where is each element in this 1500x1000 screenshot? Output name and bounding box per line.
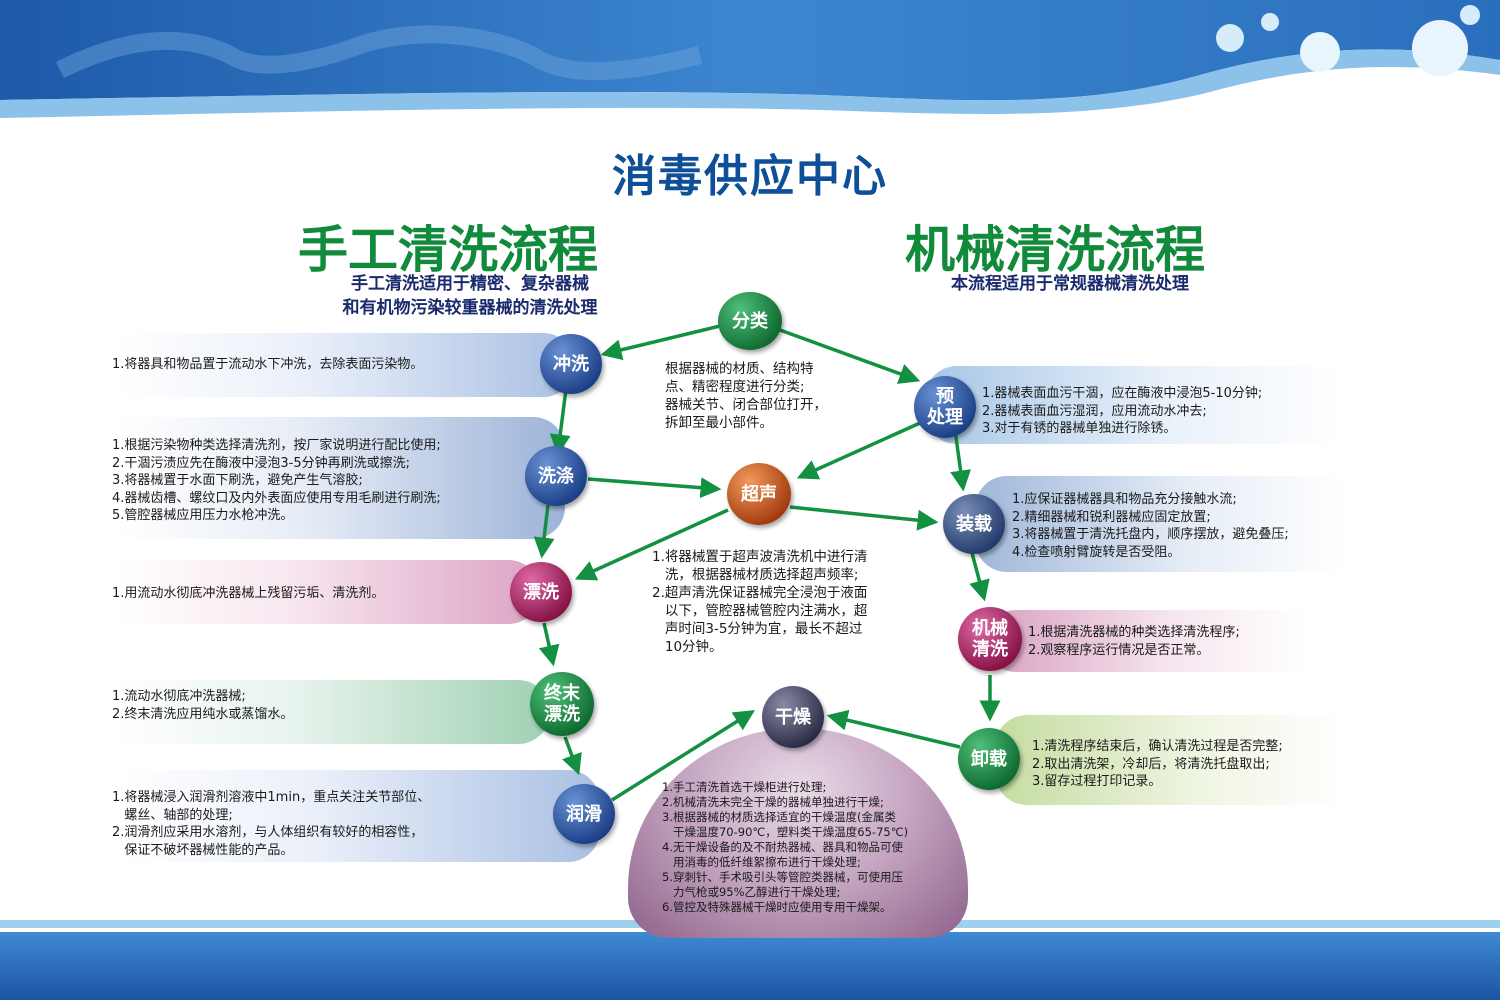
machine-flow-title: 机械清洗流程 — [905, 220, 1205, 279]
load-text: 1.应保证器械器具和物品充分接触水流; 2.精细器械和锐利器械应固定放置; 3.… — [1012, 492, 1289, 560]
load-text-box — [975, 476, 1365, 572]
pretreat-node: 预 处理 — [914, 376, 976, 438]
manual-flow-subtitle: 手工清洗适用于精密、复杂器械 和有机物污染较重器械的清洗处理 — [300, 272, 640, 320]
arrow-pretreat-to-ultrasonic — [796, 421, 921, 480]
wash-text: 1.根据污染物种类选择清洗剂，按厂家说明进行配比使用; 2.干涸污渍应先在酶液中… — [112, 438, 441, 523]
rinse-text-box — [95, 333, 575, 397]
arrow-rinse-to-wash — [549, 388, 571, 456]
machine-wash-node: 机械 清洗 — [958, 607, 1022, 671]
lubricate-text-box — [95, 770, 600, 862]
arrow-ultrasonic-to-bleach — [574, 508, 729, 581]
unload-text-box — [995, 715, 1365, 805]
arrow-ultrasonic-to-load — [789, 505, 939, 531]
arrow-pretreat-to-load — [950, 429, 972, 492]
ultrasonic-text: 1.将器械置于超声波清洗机中进行清 洗，根据器械材质选择超声频率; 2.超声清洗… — [652, 549, 868, 655]
page-title: 消毒供应中心 — [612, 151, 888, 202]
arrow-unload-to-dry — [826, 709, 961, 749]
rinse-text: 1.将器具和物品置于流动水下冲洗，去除表面污染物。 — [112, 357, 424, 372]
unload-text: 1.清洗程序结束后，确认清洗过程是否完整; 2.取出清洗架，冷却后，将清洗托盘取… — [1032, 739, 1283, 789]
arrow-bleach-to-final-rinse — [538, 622, 560, 667]
arrow-sort-to-pretreat — [779, 328, 921, 384]
sort-text: 根据器械的材质、结构特 点、精密程度进行分类; 器械关节、闭合部位打开， 拆卸至… — [665, 361, 827, 431]
lubricate-node: 润滑 — [553, 784, 615, 844]
final-rinse-node: 终末 漂洗 — [530, 672, 594, 736]
rinse-node: 冲洗 — [540, 334, 602, 394]
arrow-load-to-machine-wash — [969, 552, 990, 602]
dry-node: 干燥 — [762, 686, 824, 748]
wash-text-box — [95, 417, 565, 539]
dry-text: 1.手工清洗首选干燥柜进行处理; 2.机械清洗未完全干燥的器械单独进行干燥; 3… — [662, 780, 909, 914]
wash-node: 洗涤 — [525, 446, 587, 506]
manual-flow-title: 手工清洗流程 — [298, 220, 598, 279]
machine-wash-text-box — [985, 610, 1325, 672]
top-banner — [0, 0, 1500, 118]
manual-subtitle-line1: 手工清洗适用于精密、复杂器械 — [351, 274, 589, 294]
machine-wash-text: 1.根据清洗器械的种类选择清洗程序; 2.观察程序运行情况是否正常。 — [1028, 625, 1240, 658]
pretreat-text-box — [925, 366, 1365, 444]
final-rinse-text-box — [95, 680, 550, 744]
lubricate-text: 1.将器械浸入润滑剂溶液中1min，重点关注关节部位、 螺丝、轴部的处理; 2.… — [112, 790, 431, 858]
arrow-sort-to-rinse — [600, 324, 721, 361]
arrow-final-rinse-to-lubricate — [562, 736, 582, 776]
bleach-text: 1.用流动水彻底冲洗器械上残留污垢、清洗剂。 — [112, 586, 385, 601]
sort-node: 分类 — [718, 292, 782, 350]
unload-node: 卸载 — [958, 728, 1020, 790]
pretreat-text: 1.器械表面血污干涸，应在酶液中浸泡5-10分钟; 2.器械表面血污湿润，应用流… — [982, 386, 1263, 436]
arrow-wash-to-ultrasonic — [587, 477, 722, 499]
ultrasonic-node: 超声 — [727, 463, 791, 525]
bleach-text-box — [95, 560, 540, 624]
arrow-wash-to-bleach — [533, 504, 555, 559]
load-node: 装载 — [943, 494, 1005, 554]
manual-subtitle-line2: 和有机物污染较重器械的清洗处理 — [342, 298, 598, 318]
arrow-lubricate-to-dry — [611, 710, 755, 802]
machine-flow-subtitle: 本流程适用于常规器械清洗处理 — [951, 274, 1189, 294]
bleach-node: 漂洗 — [510, 562, 572, 622]
final-rinse-text: 1.流动水彻底冲洗器械; 2.终末清洗应用纯水或蒸馏水。 — [112, 689, 294, 722]
